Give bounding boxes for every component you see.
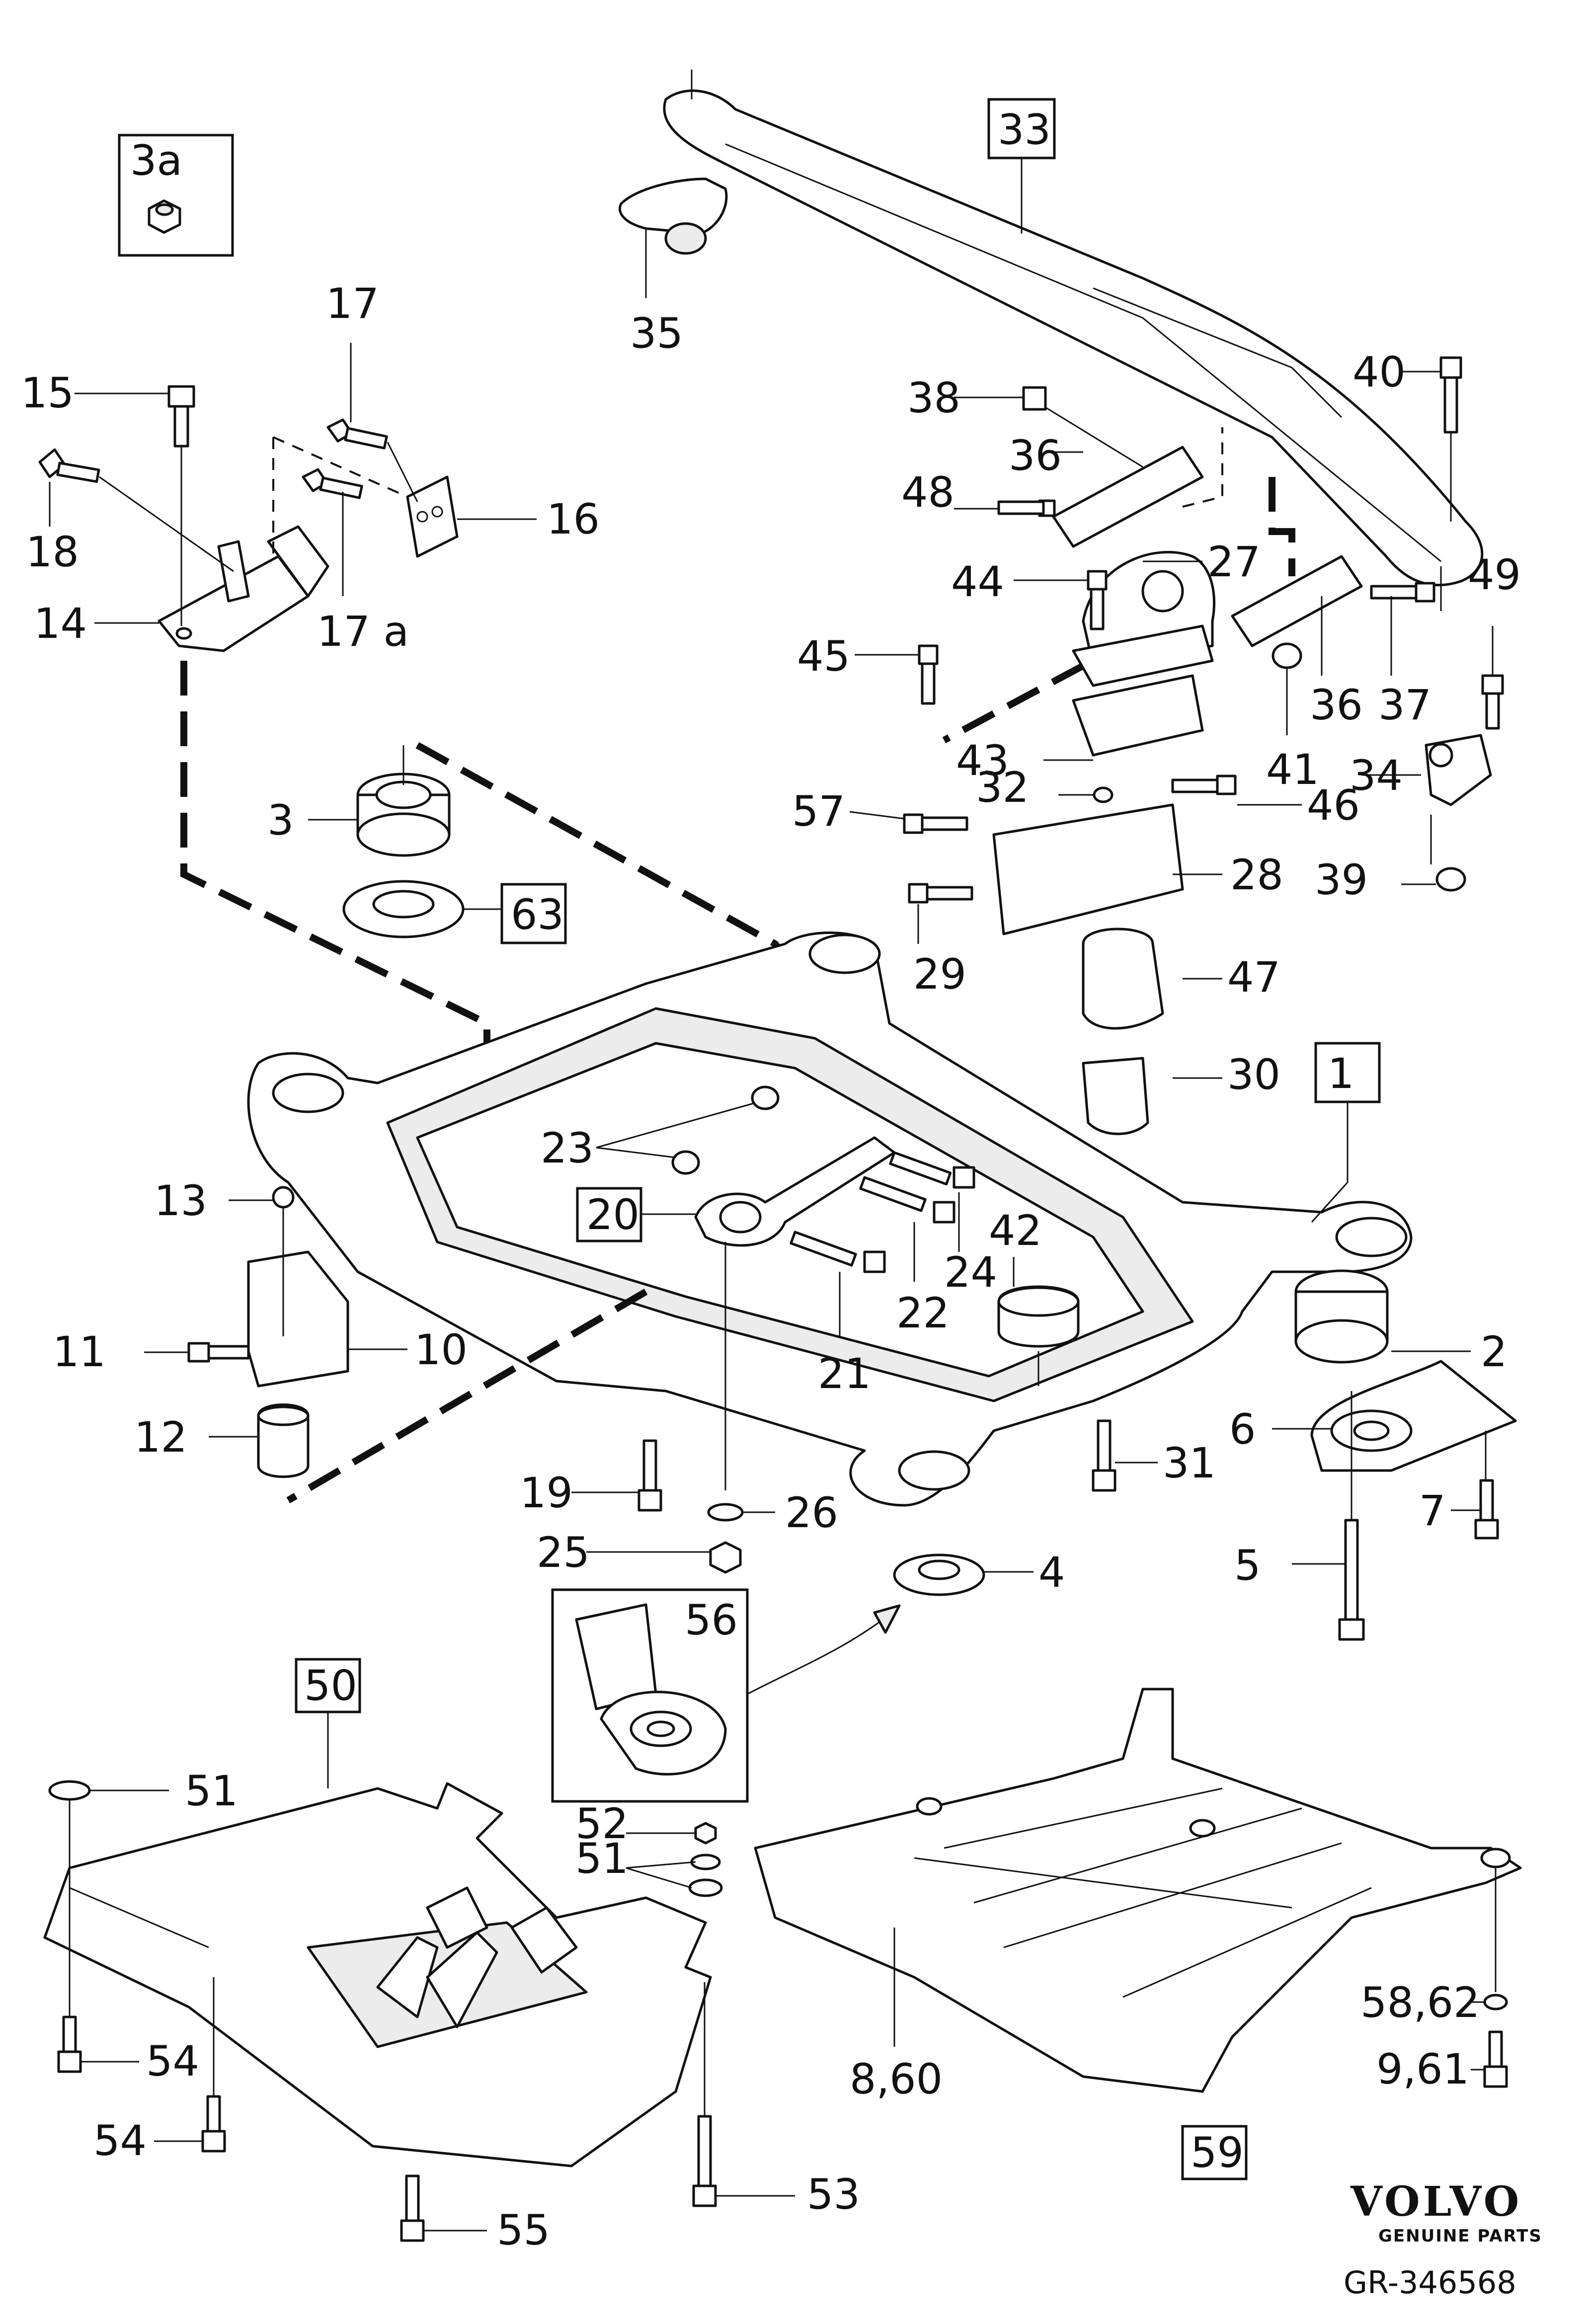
callout-46: 46 <box>1307 781 1360 830</box>
cap-42 <box>997 1257 1080 1386</box>
bushing-2 <box>1294 1269 1471 1364</box>
callout-5: 5 <box>1234 1541 1261 1590</box>
callout-38: 38 <box>907 374 960 422</box>
skid-plate-50: 50 <box>43 1658 795 2242</box>
label-3a: 3a <box>130 136 182 185</box>
callout-2: 2 <box>1481 1327 1507 1376</box>
label-1: 1 <box>1328 1049 1354 1098</box>
callout-47: 47 <box>1227 953 1280 1002</box>
torque-rod-20: 20 <box>576 1085 975 1490</box>
callout-26: 26 <box>785 1488 838 1537</box>
callout-58-62: 58,62 <box>1360 1978 1480 2027</box>
callout-57: 57 <box>792 787 845 836</box>
inset-56: 56 <box>551 1588 901 1803</box>
callout-28: 28 <box>1230 851 1283 899</box>
label-20: 20 <box>586 1190 639 1239</box>
bracket-35: 35 <box>619 177 728 358</box>
callout-14: 14 <box>34 599 87 648</box>
callout-labels: 2 4 5 6 7 8,60 9,61 10 11 12 13 19 21 22… <box>53 348 1521 2254</box>
callout-36b: 36 <box>1310 681 1363 729</box>
callout-11: 11 <box>53 1327 106 1376</box>
callout-42: 42 <box>989 1206 1042 1255</box>
callout-16: 16 <box>547 495 600 543</box>
callout-15: 15 <box>21 369 74 417</box>
callout-51a: 51 <box>185 1767 238 1815</box>
callout-51b: 51 <box>575 1834 629 1883</box>
callout-54a: 54 <box>146 2037 199 2086</box>
callout-45: 45 <box>797 632 850 681</box>
brand-subtitle: GENUINE PARTS <box>1378 2226 1542 2246</box>
callout-18: 18 <box>26 528 79 576</box>
callout-30: 30 <box>1227 1050 1280 1099</box>
callout-55: 55 <box>497 2206 550 2254</box>
callout-40: 40 <box>1352 348 1406 396</box>
callout-49: 49 <box>1468 550 1521 599</box>
brand-name: VOLVO <box>1350 2178 1522 2226</box>
callout-9-61: 9,61 <box>1376 2045 1469 2093</box>
callout-23: 23 <box>541 1124 594 1172</box>
bracket-10 <box>144 1186 407 1478</box>
brand-block: VOLVO GENUINE PARTS GR-346568 <box>1344 2178 1542 2301</box>
callout-21: 21 <box>818 1349 871 1398</box>
callout-22: 22 <box>896 1289 950 1337</box>
callout-8-60: 8,60 <box>850 2055 943 2103</box>
lower-fasteners <box>571 1419 1158 1596</box>
callout-36a: 36 <box>1009 431 1062 480</box>
callout-7: 7 <box>1419 1486 1445 1535</box>
callout-19: 19 <box>520 1469 573 1517</box>
callout-52: 52 <box>575 1799 629 1848</box>
callout-53: 53 <box>807 2170 860 2219</box>
reference-code: GR-346568 <box>1344 2264 1516 2301</box>
label-33: 33 <box>998 105 1051 154</box>
callout-39: 39 <box>1315 855 1368 904</box>
skid-plate-59: 59 <box>754 1688 1522 2180</box>
callout-54b: 54 <box>93 2116 147 2165</box>
left-mount-group: 15 18 14 16 17 17 a <box>21 279 600 656</box>
callout-32: 32 <box>976 763 1029 812</box>
crossmember-33: 33 <box>663 70 1484 611</box>
callout-17a: 17 a <box>317 607 409 656</box>
callout-27: 27 <box>1207 538 1261 586</box>
callout-4: 4 <box>1038 1548 1065 1597</box>
label-50: 50 <box>304 1661 357 1710</box>
callout-10: 10 <box>414 1325 468 1374</box>
callout-24: 24 <box>944 1248 997 1297</box>
callout-41: 41 <box>1266 745 1319 794</box>
inset-3a: 3a <box>118 134 234 257</box>
callout-35: 35 <box>630 309 683 358</box>
callout-17: 17 <box>326 279 379 328</box>
engine-mount-assembly <box>849 356 1504 1135</box>
ring-63: 63 <box>342 880 567 944</box>
callout-13: 13 <box>154 1176 207 1225</box>
plate-6 <box>1272 1360 1517 1641</box>
callout-44: 44 <box>951 557 1004 606</box>
callout-12: 12 <box>134 1413 187 1462</box>
bushing-3: 3 <box>267 745 451 857</box>
callout-29: 29 <box>913 950 966 999</box>
callout-31: 31 <box>1163 1439 1216 1487</box>
label-63: 63 <box>511 890 564 939</box>
callout-3: 3 <box>267 796 294 845</box>
callout-34: 34 <box>1350 751 1403 800</box>
callout-25: 25 <box>537 1528 590 1577</box>
callout-6: 6 <box>1229 1405 1256 1454</box>
label-59: 59 <box>1191 2128 1244 2177</box>
callout-43: 43 <box>956 736 1009 785</box>
callout-37: 37 <box>1378 681 1432 729</box>
callout-48: 48 <box>901 468 955 517</box>
label-56: 56 <box>685 1596 738 1644</box>
